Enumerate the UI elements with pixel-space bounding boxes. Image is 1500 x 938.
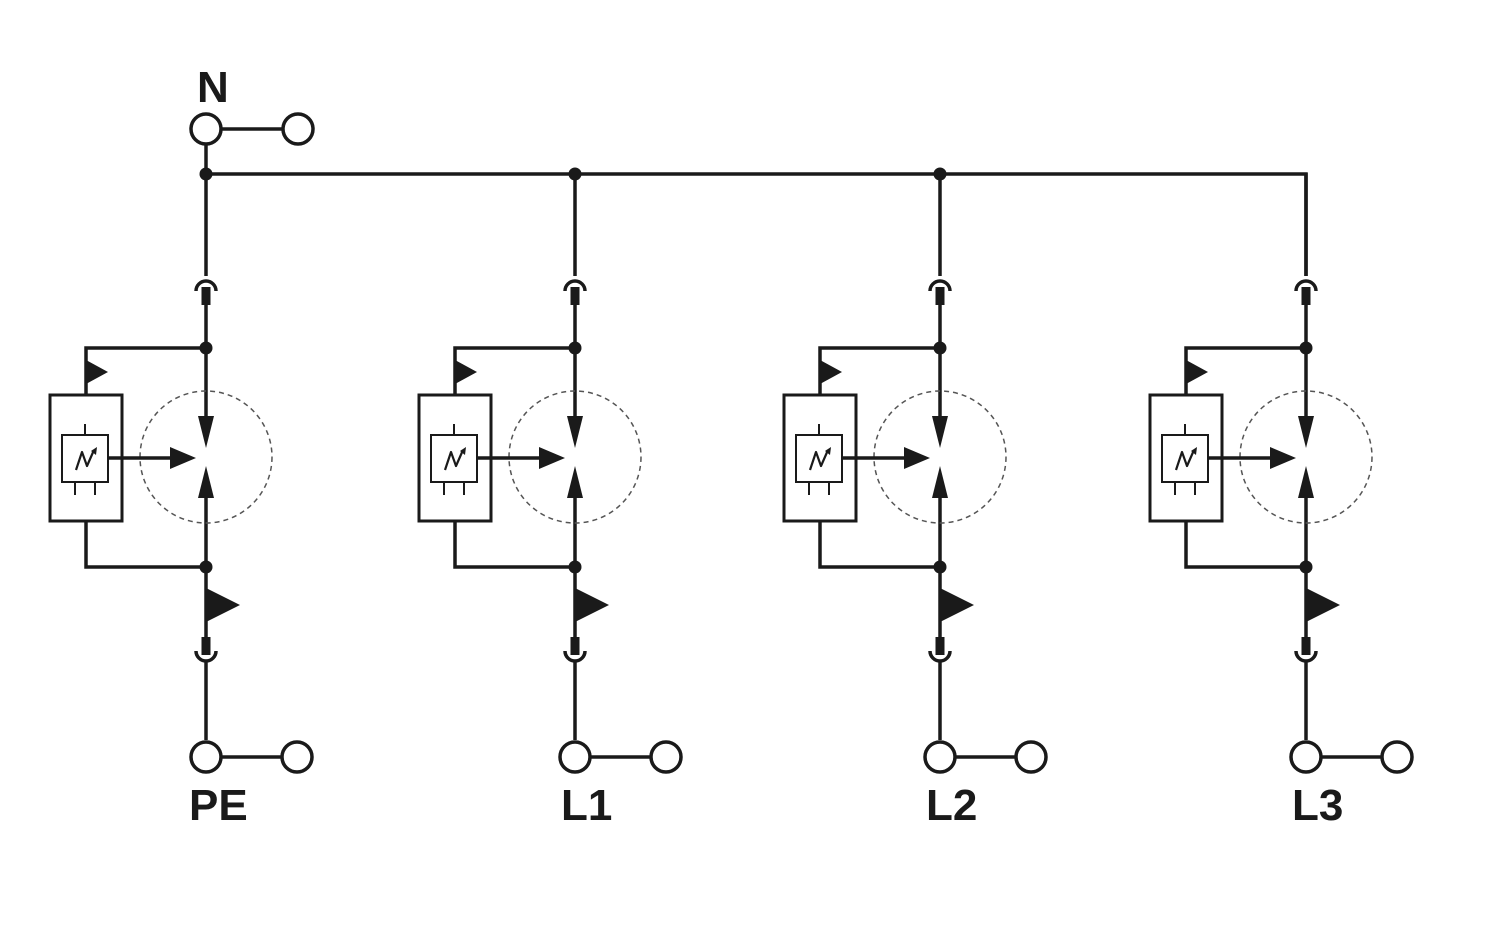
label-l3: L3	[1292, 781, 1343, 830]
spd-module-l3	[1148, 171, 1414, 774]
neutral-bus	[199, 167, 1308, 276]
label-l1: L1	[561, 781, 612, 830]
spd-module-l1	[417, 171, 683, 774]
label-l2: L2	[926, 781, 977, 830]
label-n: N	[197, 63, 229, 112]
n-terminal	[189, 112, 315, 174]
label-pe: PE	[189, 781, 248, 830]
spd-module-pe	[48, 171, 314, 774]
spd-module-l2	[782, 171, 1048, 774]
